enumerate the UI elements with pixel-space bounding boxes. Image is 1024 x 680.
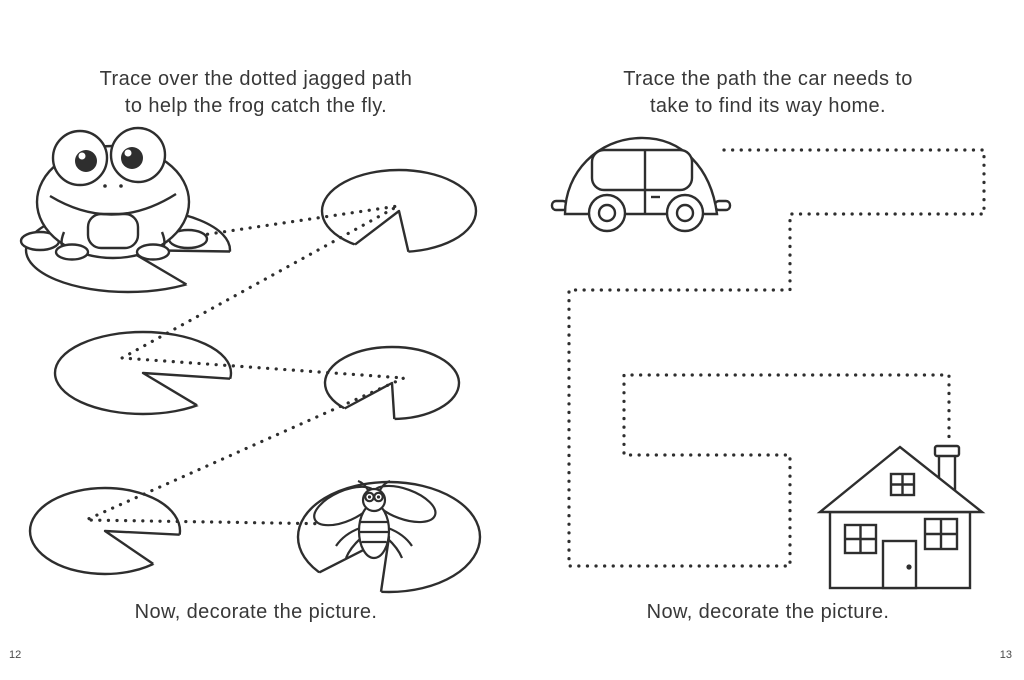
right-instruction: Trace the path the car needs to take to … bbox=[512, 66, 1024, 120]
dotted-trace-path-left bbox=[85, 204, 405, 526]
fly-illustration bbox=[313, 479, 437, 560]
right-footer-text: Now, decorate the picture. bbox=[646, 601, 890, 623]
left-instruction-line-2: to help the frog catch the fly. bbox=[124, 95, 388, 117]
right-instruction-line-1: Trace the path the car needs to bbox=[623, 68, 913, 90]
house-illustration bbox=[816, 444, 986, 590]
lily-pad-middle-right bbox=[323, 345, 461, 426]
lily-pad-middle-left bbox=[53, 330, 246, 416]
left-artwork bbox=[19, 126, 482, 594]
right-page-number: 13 bbox=[999, 649, 1012, 661]
lily-pad-top-right bbox=[320, 168, 478, 259]
left-footer-text: Now, decorate the picture. bbox=[134, 601, 378, 623]
right-instruction-line-2: take to find its way home. bbox=[649, 95, 887, 117]
left-page-number: 12 bbox=[9, 649, 22, 661]
right-page: Trace the path the car needs to take to … bbox=[512, 0, 1024, 680]
left-page: Trace over the dotted jagged path to hel… bbox=[0, 66, 512, 661]
right-artwork bbox=[550, 136, 986, 590]
frog-illustration bbox=[19, 126, 209, 261]
dotted-trace-path-right bbox=[567, 148, 986, 568]
car-illustration bbox=[550, 136, 732, 233]
left-instruction: Trace over the dotted jagged path to hel… bbox=[0, 66, 512, 120]
left-instruction-line-1: Trace over the dotted jagged path bbox=[99, 68, 413, 90]
lily-pad-bottom-left bbox=[28, 486, 193, 576]
